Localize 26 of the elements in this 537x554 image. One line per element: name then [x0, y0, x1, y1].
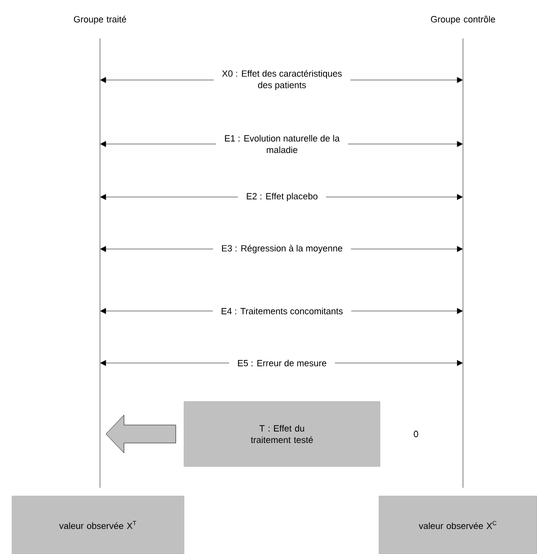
arrow: [350, 77, 463, 83]
value-box: valeur observée X$^{C}$: [378, 496, 537, 554]
arrow: [326, 194, 463, 200]
arrow: [350, 246, 463, 252]
arrow: [100, 246, 214, 252]
arrow: [334, 360, 463, 366]
effect-label: E5 : Erreur de mesure: [238, 360, 326, 366]
effect-box: T : Effet du traitement testé: [184, 401, 380, 467]
value-label: 0: [414, 430, 418, 438]
arrow: [348, 141, 463, 147]
arrow: [100, 194, 238, 200]
block-arrow: [106, 414, 176, 454]
value-box: valeur observée X$^{T}$: [12, 496, 184, 554]
arrow: [100, 308, 213, 314]
group-line: [462, 38, 464, 488]
group-heading: Groupe traité: [74, 16, 126, 24]
arrow: [100, 141, 216, 147]
effect-label: X0 : Effet des caractéristiques des patients: [222, 70, 342, 90]
group-heading: Groupe contrôle: [430, 16, 496, 24]
effect-label: E4 : Traitements concomitants: [222, 308, 343, 314]
arrow: [100, 77, 214, 83]
effect-label: E2 : Effet placebo: [246, 192, 318, 202]
arrow: [100, 360, 230, 366]
effect-label: E1 : Evolution naturelle de la maladie: [225, 134, 340, 154]
arrow: [351, 308, 463, 314]
effect-label: E3 : Régression à la moyenne: [222, 244, 342, 254]
